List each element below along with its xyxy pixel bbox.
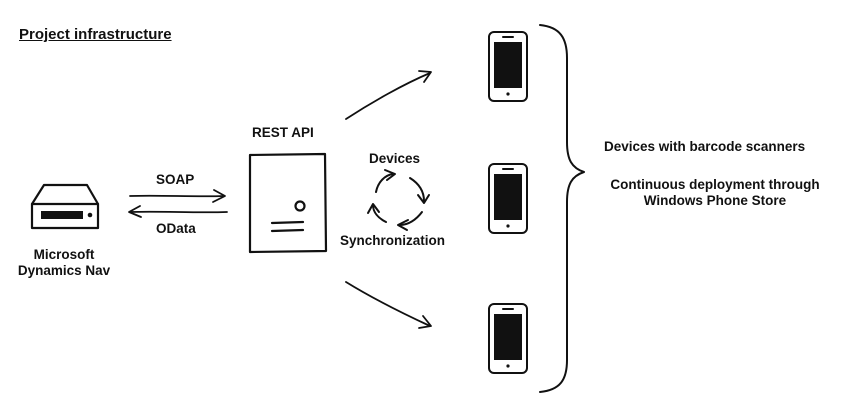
smartphone-icon xyxy=(488,163,528,234)
devices-label: Devices with barcode scanners xyxy=(604,139,806,154)
deployment-label-line1: Continuous deployment through xyxy=(610,177,820,192)
tower-server-icon xyxy=(248,152,328,254)
server-label: Microsoft Dynamics Nav xyxy=(6,247,122,279)
smartphone-icon xyxy=(488,31,528,102)
curly-brace xyxy=(539,24,585,393)
server-icon xyxy=(30,183,100,230)
odata-arrow xyxy=(128,205,228,218)
cycle-arrows-icon xyxy=(367,169,430,231)
rest-api-label: REST API xyxy=(252,125,314,140)
arrow-to-device-bottom xyxy=(345,281,432,329)
page-title: Project infrastructure xyxy=(19,26,172,43)
server-label-line1: Microsoft xyxy=(33,247,95,262)
deployment-label-line2: Windows Phone Store xyxy=(643,193,787,208)
server-label-line2: Dynamics Nav xyxy=(17,263,111,278)
smartphone-icon xyxy=(488,303,528,374)
sync-label: Synchronization xyxy=(340,233,446,248)
sync-devices-label: Devices xyxy=(369,151,421,166)
arrow-to-device-top xyxy=(345,70,432,120)
deployment-label: Continuous deployment through Windows Ph… xyxy=(600,177,830,209)
soap-arrow xyxy=(129,189,226,203)
odata-label: OData xyxy=(156,221,196,236)
soap-label: SOAP xyxy=(156,172,195,187)
